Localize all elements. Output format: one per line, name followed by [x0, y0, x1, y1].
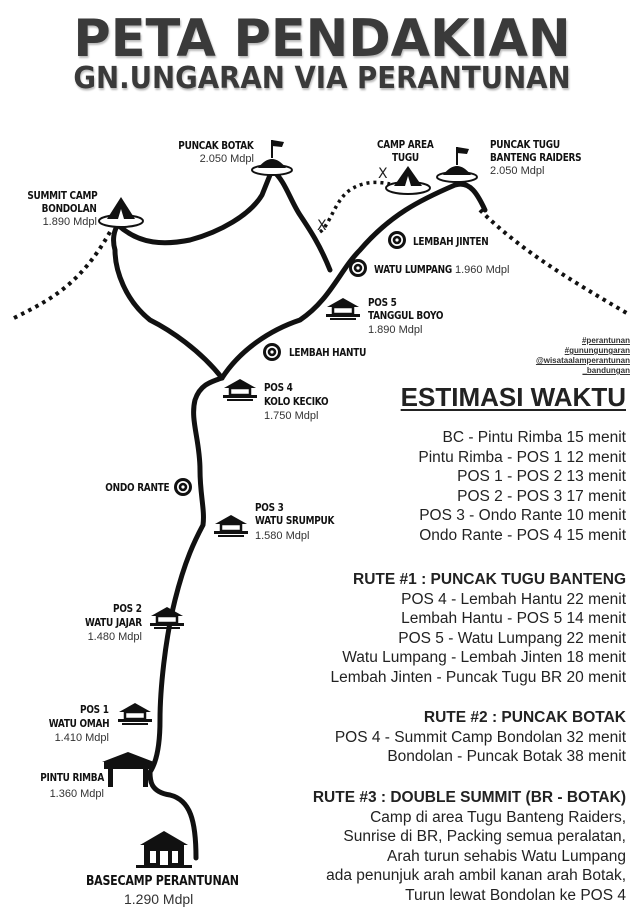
altitude-pos1: 1.410 Mdpl [54, 732, 109, 744]
label-pos4-2: KOLO KECIKO [264, 396, 329, 408]
time-row: Lembah Jinten - Puncak Tugu BR 20 menit [330, 668, 626, 686]
waypoint-circle-icon [263, 343, 281, 361]
summit-flag-icon [436, 147, 478, 183]
note-row: Arah turun sehabis Watu Lumpang [387, 847, 626, 865]
time-row: POS 4 - Lembah Hantu 22 menit [401, 590, 626, 608]
label-camp-tugu-2: TUGU [392, 152, 419, 164]
basecamp-house-icon [136, 831, 192, 868]
map-title: PETA PENDAKIAN [73, 9, 571, 69]
label-pos5-2: TANGGUL BOYO [368, 310, 444, 322]
time-row: POS 4 - Summit Camp Bondolan 32 menit [334, 728, 626, 746]
label-pos3-2: WATU SRUMPUK [255, 515, 335, 527]
trail-bondolan-botak [115, 167, 275, 246]
trail-route-bondolan [111, 222, 225, 381]
time-row: Watu Lumpang - Lembah Jinten 18 menit [342, 649, 626, 666]
waypoint-circle-icon [174, 478, 192, 496]
altitude-puncak-botak: 2.050 Mdpl [199, 153, 254, 165]
hashtag: #perantunan [581, 336, 630, 345]
time-row: POS 2 - POS 3 17 menit [457, 487, 626, 505]
label-pos1-2: WATU OMAH [48, 718, 109, 730]
altitude-pos5: 1.890 Mdpl [368, 324, 423, 336]
trail-main-lower [147, 375, 225, 861]
altitude-pos3: 1.580 Mdpl [255, 530, 310, 542]
hashtag: _bandungan [582, 366, 630, 375]
time-row: Pintu Rimba - POS 1 12 menit [418, 448, 626, 466]
label-pos3-1: POS 3 [255, 502, 284, 514]
rute1-block: RUTE #1 : PUNCAK TUGU BANTENG POS 4 - Le… [330, 570, 626, 687]
label-pos4-1: POS 4 [264, 382, 293, 394]
altitude-pos4: 1.750 Mdpl [264, 410, 319, 422]
closed-path-dotted [318, 180, 391, 234]
shelter-icon [148, 605, 186, 631]
label-camp-tugu-1: CAMP AREA [377, 139, 434, 151]
time-row: Bondolan - Puncak Botak 38 menit [387, 748, 626, 765]
label-pos2-1: POS 2 [113, 603, 142, 615]
rute2-block: RUTE #2 : PUNCAK BOTAK POS 4 - Summit Ca… [335, 708, 626, 767]
hashtags: #perantunan #gunungungaran @wisataalampe… [536, 336, 630, 376]
altitude-watu-lumpang: 1.960 Mdpl [455, 264, 510, 276]
time-row: POS 5 - Watu Lumpang 22 menit [398, 629, 626, 647]
waypoint-circle-icon [388, 231, 406, 249]
note-row: ada penunjuk arah ambil kanan arah Botak… [326, 867, 626, 884]
shelter-icon [221, 377, 259, 403]
tent-icon [385, 166, 431, 195]
time-row: POS 1 - POS 2 13 menit [457, 468, 626, 485]
altitude-bondolan: 1.890 Mdpl [42, 216, 97, 228]
rute1-title: RUTE #1 : PUNCAK TUGU BANTENG [353, 571, 626, 588]
altitude-basecamp: 1.290 Mdpl [124, 891, 194, 907]
altitude-puncak-tugu: 2.050 Mdpl [490, 165, 545, 177]
closed-mark-2: X [317, 218, 327, 234]
label-bondolan-1: SUMMIT CAMP [26, 190, 97, 202]
label-bondolan-2: BONDOLAN [42, 203, 97, 215]
time-row: POS 3 - Ondo Rante 10 menit [419, 507, 626, 524]
rute3-title: RUTE #3 : DOUBLE SUMMIT (BR - BOTAK) [312, 789, 626, 806]
note-row: Sunrise di BR, Packing semua peralatan, [343, 828, 626, 845]
label-basecamp: BASECAMP PERANTUNAN [86, 874, 239, 889]
label-watu-lumpang: WATU LUMPANG [374, 264, 452, 276]
shelter-icon [324, 296, 362, 322]
note-row: Turun lewat Bondolan ke POS 4 [405, 886, 626, 904]
hashtag: #gunungungaran [564, 346, 630, 355]
map-subtitle: GN.UNGARAN VIA PERANTUNAN [73, 61, 571, 96]
shelter-icon [212, 513, 250, 539]
closed-mark-1: X [378, 166, 388, 182]
label-lembah-hantu: LEMBAH HANTU [289, 347, 367, 359]
label-puncak-tugu-1: PUNCAK TUGU [490, 139, 560, 151]
estimasi-title: ESTIMASI WAKTU [400, 382, 626, 412]
estimasi-main: BC - Pintu Rimba 15 menit Pintu Rimba - … [418, 428, 626, 545]
label-puncak-tugu-2: BANTENG RAIDERS [490, 152, 582, 164]
label-puncak-botak: PUNCAK BOTAK [178, 140, 255, 152]
gate-icon [102, 752, 154, 787]
ridge-dotted-left [13, 231, 112, 320]
waypoint-circle-icon [349, 259, 367, 277]
shelter-icon [116, 701, 154, 727]
time-row: Ondo Rante - POS 4 15 menit [419, 526, 626, 544]
trail-botak-junction [269, 167, 333, 273]
label-lembah-jinten: LEMBAH JINTEN [413, 236, 489, 248]
label-pos1-1: POS 1 [80, 704, 109, 716]
summit-flag-icon [251, 140, 293, 176]
label-pos2-2: WATU JAJAR [85, 617, 142, 629]
label-pintu-rimba: PINTU RIMBA [40, 772, 104, 784]
time-row: BC - Pintu Rimba 15 menit [442, 429, 627, 446]
label-ondo-rante: ONDO RANTE [104, 482, 169, 494]
altitude-pintu-rimba: 1.360 Mdpl [49, 788, 104, 800]
label-pos5-1: POS 5 [368, 297, 397, 309]
ridge-dotted-right [478, 208, 632, 317]
altitude-pos2: 1.480 Mdpl [87, 631, 142, 643]
tent-icon [98, 197, 144, 228]
hashtag: @wisataalamperantunan [535, 356, 630, 365]
rute3-block: RUTE #3 : DOUBLE SUMMIT (BR - BOTAK) Cam… [313, 788, 626, 905]
rute2-title: RUTE #2 : PUNCAK BOTAK [423, 709, 626, 726]
note-row: Camp di area Tugu Banteng Raiders, [370, 808, 626, 826]
trail-route-tugu [219, 181, 488, 381]
time-row: Lembah Hantu - POS 5 14 menit [401, 610, 626, 627]
